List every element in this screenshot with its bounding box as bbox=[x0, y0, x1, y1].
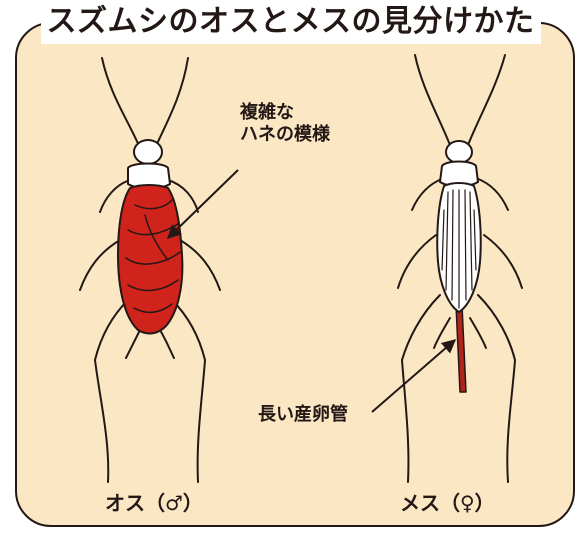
female-antenna-right bbox=[468, 55, 505, 145]
title-banner: スズムシのオスとメスの見分けかた bbox=[0, 0, 581, 44]
female-annotation: 長い産卵管 bbox=[258, 404, 348, 426]
male-annotation: 複雑な ハネの模様 bbox=[240, 102, 330, 146]
male-annotation-line1: 複雑な bbox=[240, 102, 330, 124]
female-annotation-arrow bbox=[372, 340, 455, 412]
female-front-leg-right bbox=[476, 178, 508, 210]
female-head bbox=[446, 141, 472, 163]
male-caption: オス（♂） bbox=[105, 492, 203, 514]
male-hind-leg-left bbox=[95, 300, 128, 482]
male-cercus-right bbox=[160, 330, 174, 358]
female-cercus-left bbox=[434, 318, 450, 348]
male-mid-leg-left bbox=[80, 240, 120, 290]
male-cercus-left bbox=[126, 330, 140, 358]
male-antenna-left bbox=[102, 58, 140, 148]
female-mid-leg-left bbox=[398, 235, 436, 288]
male-annotation-line2: ハネの模様 bbox=[240, 124, 330, 146]
male-hind-leg-right bbox=[172, 300, 205, 482]
female-caption: メス（♀） bbox=[400, 492, 495, 514]
female-ovipositor bbox=[456, 305, 466, 392]
female-cricket bbox=[398, 55, 522, 482]
male-antenna-right bbox=[155, 58, 188, 148]
female-mid-leg-right bbox=[484, 235, 522, 288]
page-title: スズムシのオスとメスの見分けかた bbox=[41, 0, 541, 44]
female-cercus-right bbox=[470, 318, 486, 348]
male-cricket bbox=[80, 58, 220, 482]
female-antenna-left bbox=[415, 55, 450, 145]
male-head bbox=[134, 140, 162, 164]
male-annotation-arrow bbox=[168, 170, 238, 238]
male-mid-leg-right bbox=[180, 240, 220, 290]
female-hind-leg-right bbox=[478, 295, 515, 482]
female-hind-leg-left bbox=[402, 295, 440, 482]
